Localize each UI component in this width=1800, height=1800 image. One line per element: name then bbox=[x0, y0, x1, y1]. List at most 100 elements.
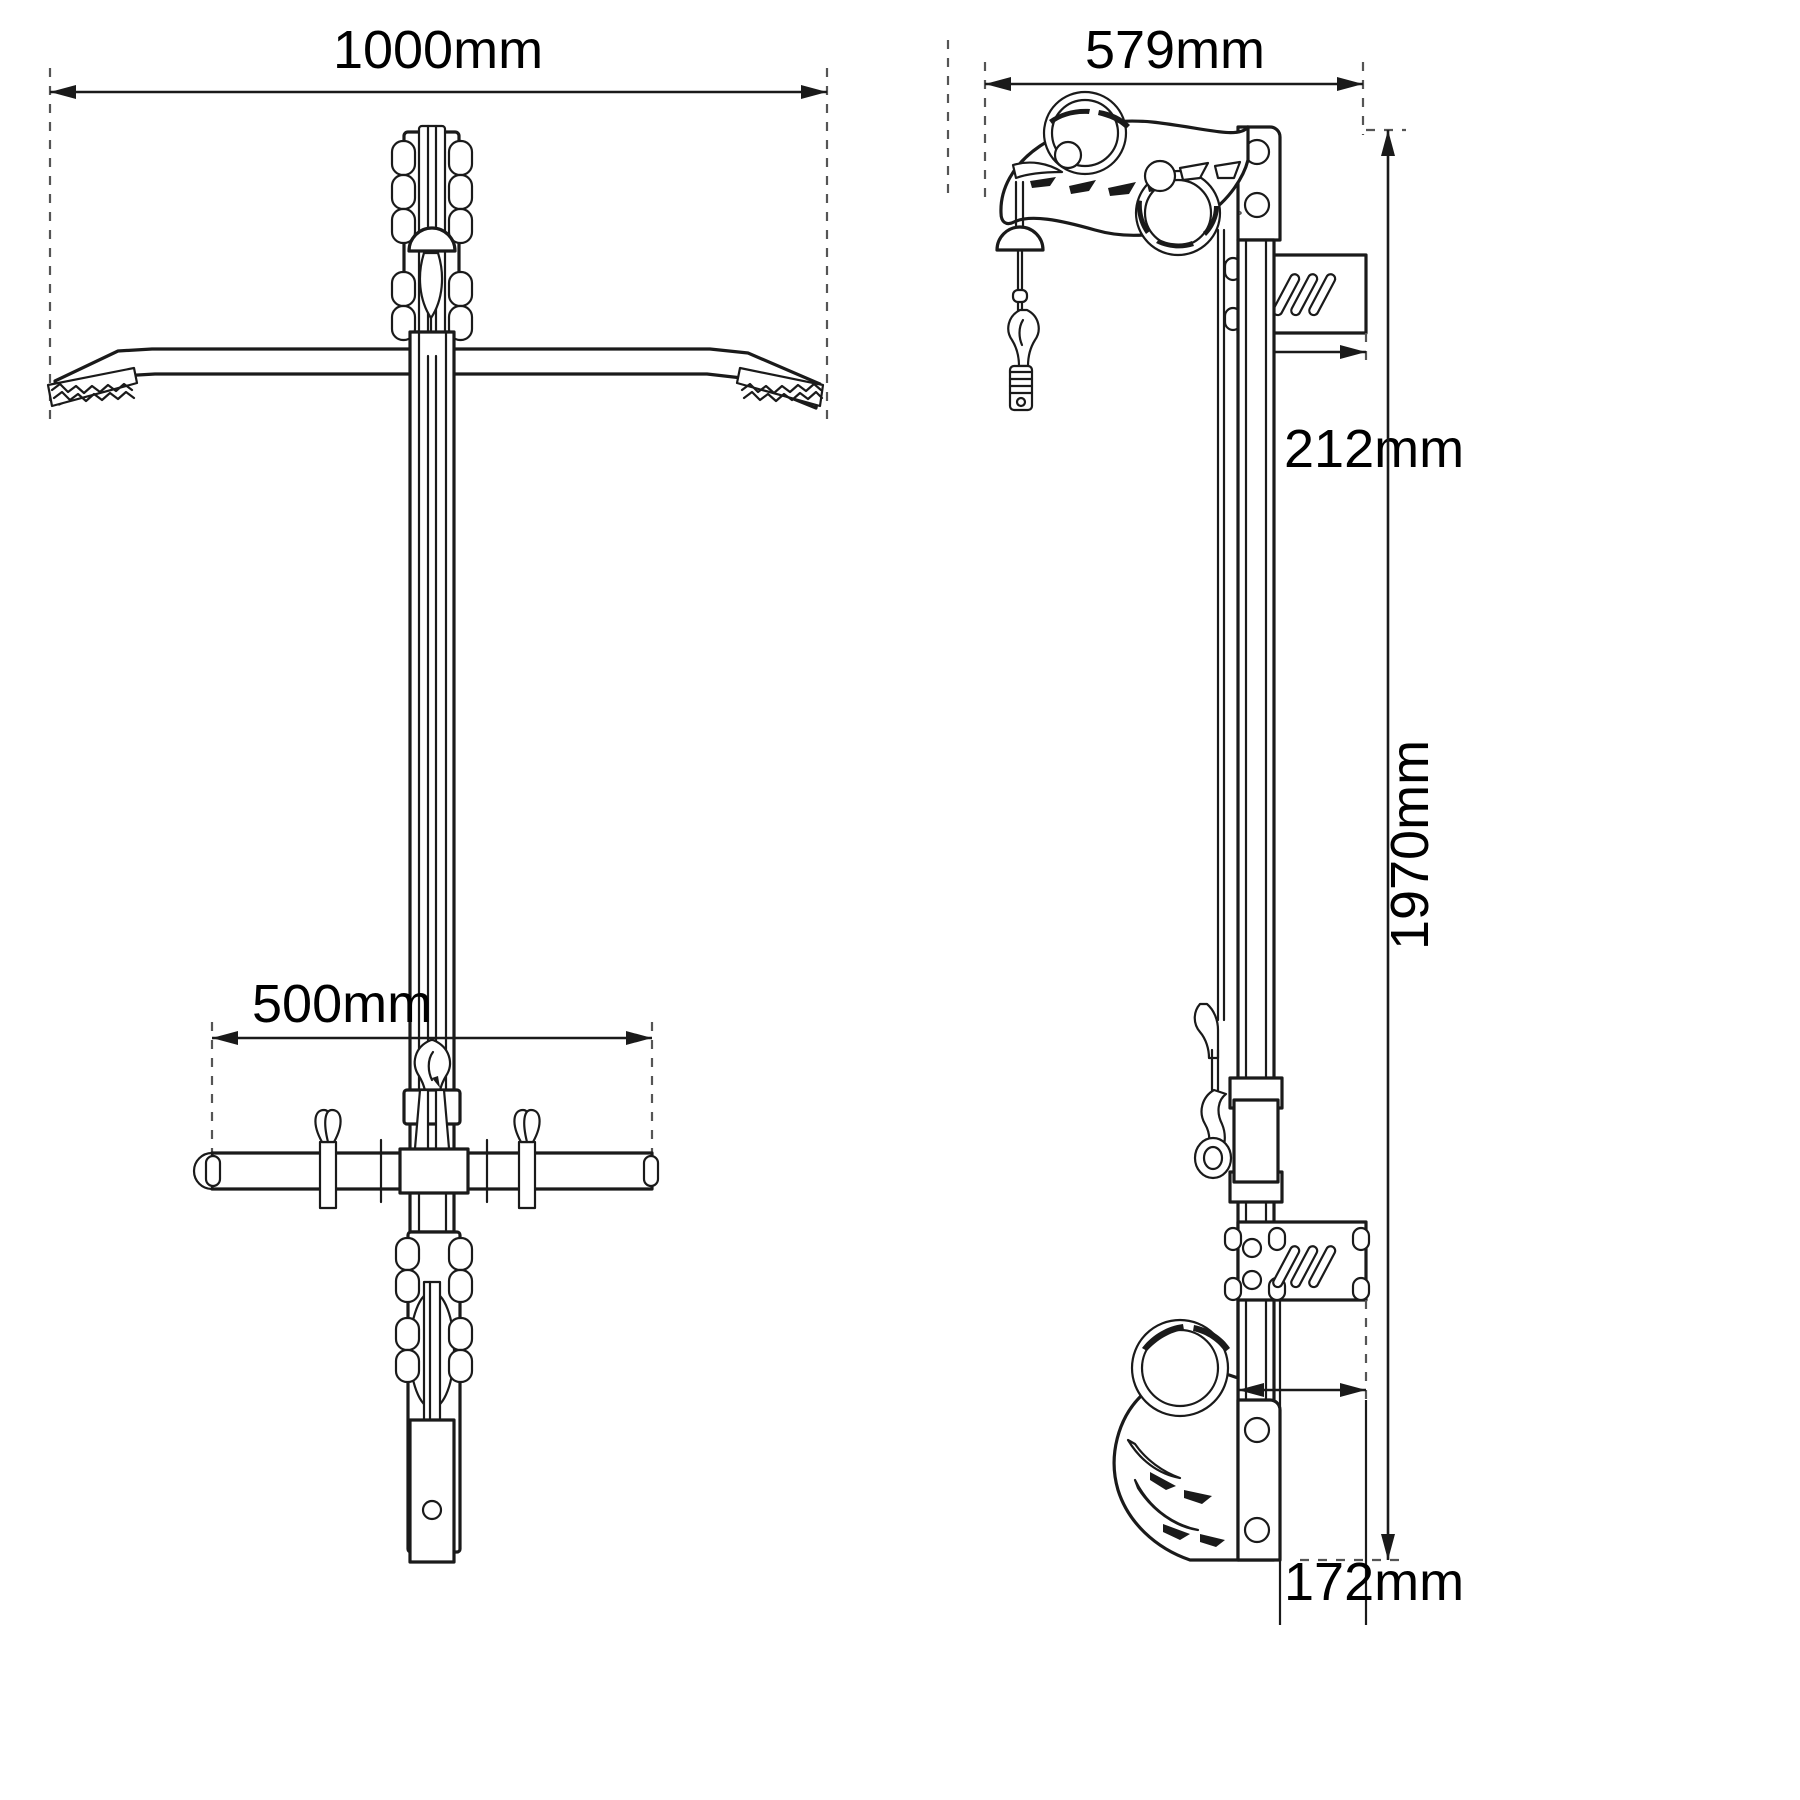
bolt bbox=[447, 1268, 474, 1304]
bolt bbox=[447, 207, 474, 245]
bracket-slot-icon bbox=[1272, 1245, 1337, 1289]
swivel-eye bbox=[1193, 1088, 1233, 1180]
swivel-top-clip bbox=[1193, 1002, 1220, 1060]
snap-hook bbox=[1007, 308, 1040, 368]
decor-leaf bbox=[1108, 182, 1136, 196]
bolt bbox=[390, 207, 417, 245]
bolt bbox=[394, 1236, 421, 1272]
grip-knurl-right-icon bbox=[740, 382, 823, 395]
bolt bbox=[394, 1348, 421, 1384]
dim-bar-span bbox=[210, 1022, 654, 1160]
collar-right bbox=[513, 1108, 541, 1210]
vertical-column bbox=[1216, 228, 1276, 1562]
slot bbox=[1290, 1245, 1319, 1289]
dim-label-579mm: 579mm bbox=[1085, 20, 1265, 80]
decor-leaf bbox=[1163, 1524, 1190, 1540]
carabiner-tip-icon bbox=[432, 1076, 440, 1088]
grip-knurl-left-icon bbox=[52, 390, 136, 403]
grip-knurl-right-icon bbox=[742, 390, 824, 403]
decor-leaf bbox=[1030, 177, 1056, 188]
decor-leaf bbox=[1200, 1534, 1225, 1547]
column-body bbox=[1236, 238, 1276, 1562]
dim-label-172mm: 172mm bbox=[1284, 1552, 1464, 1612]
arrow-right-icon bbox=[1340, 345, 1366, 359]
collar-left bbox=[314, 1108, 342, 1210]
front-view bbox=[46, 68, 829, 1564]
bolt bbox=[447, 1316, 474, 1352]
collar-body bbox=[318, 1140, 338, 1210]
decor-leaf bbox=[1178, 161, 1210, 182]
bracket-tab bbox=[1351, 1276, 1371, 1302]
column-stub bbox=[1232, 1098, 1280, 1184]
cable-stopper bbox=[995, 225, 1045, 252]
bolt bbox=[394, 1316, 421, 1352]
wheel-outer bbox=[1134, 169, 1222, 257]
bracket-slot-icon bbox=[1272, 273, 1337, 317]
decor-leaf bbox=[1213, 160, 1242, 180]
swivel-eye-assembly bbox=[1193, 1002, 1284, 1204]
cable-ferrule bbox=[1011, 288, 1029, 304]
decor-leaf bbox=[1069, 180, 1096, 194]
arrow-right-icon bbox=[1337, 77, 1363, 91]
wheel-tread-icon bbox=[1098, 110, 1130, 129]
bracket-tab bbox=[1351, 1226, 1371, 1252]
dim-bracket-bottom-depth: 172mm bbox=[1236, 1300, 1464, 1625]
mount-hole bbox=[1243, 191, 1271, 219]
snap-hook-body bbox=[1007, 308, 1040, 368]
dim-label-500mm: 500mm bbox=[252, 974, 432, 1034]
eye-ring-inner bbox=[1202, 1145, 1224, 1171]
grip-knurl-left-icon bbox=[50, 382, 134, 395]
dim-label-212mm: 212mm bbox=[1284, 419, 1464, 479]
arrow-right-icon bbox=[801, 85, 827, 99]
bracket-tab bbox=[1267, 1226, 1287, 1252]
sleeve-body bbox=[1008, 364, 1034, 412]
arrow-up-icon bbox=[1381, 130, 1395, 156]
decor-leaf bbox=[1150, 1472, 1176, 1490]
lower-pulley-bracket bbox=[394, 1230, 474, 1564]
housing-decor-icon bbox=[1126, 1438, 1225, 1547]
collar-body bbox=[517, 1140, 537, 1210]
wheel-tread-icon bbox=[1142, 1324, 1184, 1351]
carabiner-gate bbox=[427, 1050, 435, 1082]
arrow-right-icon bbox=[1340, 1383, 1366, 1397]
dim-total-height: 1970mm bbox=[1300, 128, 1440, 1562]
bar-cap-left bbox=[204, 1154, 222, 1188]
wheel-groove bbox=[1050, 98, 1120, 168]
dim-label-1000mm: 1000mm bbox=[333, 20, 543, 80]
bar-center-sleeve bbox=[398, 1147, 470, 1195]
bolt bbox=[447, 173, 474, 211]
slot bbox=[1308, 273, 1337, 317]
mount-hole bbox=[1243, 1516, 1271, 1544]
lower-pulley-slot bbox=[422, 1280, 442, 1422]
slot bbox=[1272, 1245, 1301, 1289]
arrow-left-icon bbox=[1238, 1383, 1264, 1397]
slot bbox=[1272, 273, 1301, 317]
wheel-tread-icon bbox=[1193, 1325, 1230, 1352]
mount-hole bbox=[1243, 1416, 1271, 1444]
bottom-pulley-wheel bbox=[1130, 1318, 1230, 1418]
bolt bbox=[447, 1236, 474, 1272]
decor-leaf bbox=[1126, 1438, 1182, 1480]
top-pulley-housing bbox=[999, 90, 1250, 257]
housing-mark bbox=[1238, 211, 1242, 215]
bar-cap-right bbox=[642, 1154, 660, 1188]
bracket-tab bbox=[1223, 1226, 1243, 1252]
sleeve-end-hole bbox=[1015, 396, 1027, 408]
arrow-left-icon bbox=[985, 77, 1011, 91]
bolt bbox=[390, 270, 417, 308]
snap-hook-gate bbox=[1018, 318, 1025, 347]
dim-side-depth bbox=[946, 40, 1365, 200]
bolt bbox=[390, 139, 417, 177]
hanging-cable-assembly bbox=[995, 180, 1045, 412]
wheel-tread-icon bbox=[1136, 200, 1150, 234]
dim-front-width bbox=[48, 68, 829, 420]
wheel-outer bbox=[1130, 1318, 1230, 1418]
housing-pivot-hole bbox=[1143, 159, 1177, 193]
side-view: 212mm 1970mm bbox=[946, 40, 1464, 1625]
decor-leaf bbox=[1133, 1478, 1200, 1532]
clamp-block bbox=[402, 1088, 462, 1126]
wheel-tread-icon bbox=[1203, 206, 1219, 236]
slot bbox=[1290, 273, 1319, 317]
wheel-tread-icon bbox=[1049, 108, 1090, 124]
